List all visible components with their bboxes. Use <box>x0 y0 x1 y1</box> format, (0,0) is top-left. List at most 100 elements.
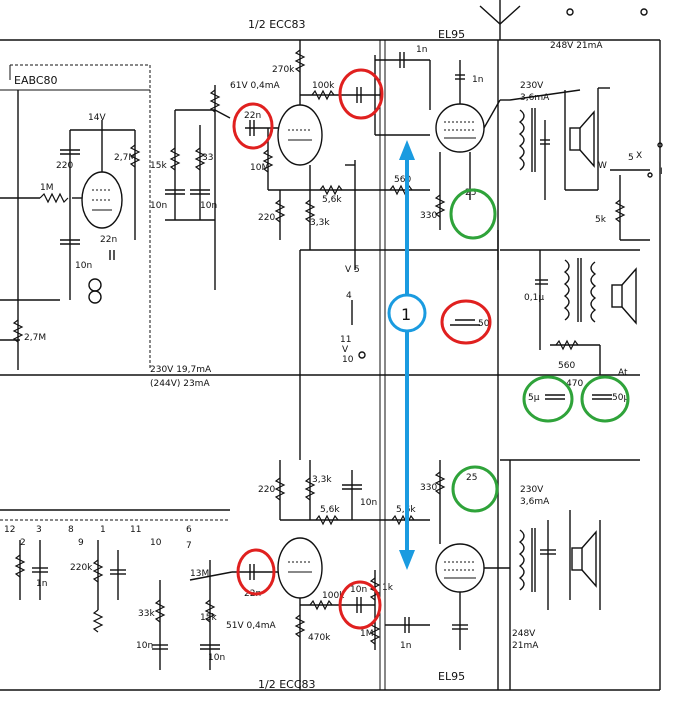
label-sw-12: 12 <box>4 525 15 535</box>
label-sw-1: 1 <box>100 525 106 535</box>
mid-switch: V 5 4 11 V 10 50 <box>340 250 490 365</box>
top-output-transformer: 230V 3,6mA 248V 21mA <box>518 41 610 200</box>
label-22n-left: 22n <box>100 235 117 245</box>
label-330-top: 330 <box>420 211 437 221</box>
label-2-7m-b: 2,7M <box>24 333 46 343</box>
bottom-ecc83-title: 1/2 ECC83 <box>258 678 316 691</box>
red-highlights <box>232 68 492 630</box>
label-50-mid: 50 <box>478 319 490 329</box>
label-x: X <box>636 151 642 161</box>
red-highlight-22n-bot <box>236 548 276 596</box>
label-2-7m: 2,7M <box>114 153 136 163</box>
label-sw-3: 3 <box>36 525 42 535</box>
label-100k-top: 100k <box>312 81 335 91</box>
eabc80-label: EABC80 <box>14 74 58 87</box>
label-10n-left: 10n <box>75 261 92 271</box>
label-1k: 1k <box>382 583 394 593</box>
label-51v: 51V 0,4mA <box>226 621 277 631</box>
label-10n-bot: 10n <box>360 498 377 508</box>
label-5-6k-top: 5,6k <box>322 195 342 205</box>
label-i: I <box>660 167 663 177</box>
red-highlight-22n-top <box>232 102 274 150</box>
bottom-el95: 330 25 EL95 248V 21mA <box>420 460 539 683</box>
supply-label-2: (244V) 23mA <box>150 379 210 389</box>
green-highlights <box>449 188 630 513</box>
label-10n-bot2: 10n <box>350 585 367 595</box>
green-highlight-25-top <box>449 188 497 240</box>
label-50u: 50µ <box>612 393 629 403</box>
label-0-1u: 0,1µ <box>524 293 544 303</box>
label-sw-11: 11 <box>340 335 351 345</box>
label-3-6ma-top: 3,6mA <box>520 93 550 103</box>
bottom-el95-title: EL95 <box>438 670 465 683</box>
label-230v-top: 230V <box>520 81 544 91</box>
supply-line: 230V 19,7mA (244V) 23mA <box>150 365 212 389</box>
label-33k-bot: 3,3k <box>312 475 332 485</box>
label-5k: 5k <box>595 215 607 225</box>
label-270k: 270k <box>272 65 295 75</box>
label-sw-8: 8 <box>68 525 74 535</box>
label-25-bot: 25 <box>466 473 477 483</box>
label-220: 220 <box>56 161 73 171</box>
label-330-bot: 330 <box>420 483 437 493</box>
eabc80-tube: 14V 1M 2,7M 220 10n 22n 2,7M <box>0 113 141 343</box>
label-sw-5b: 5 <box>628 153 634 163</box>
green-highlight-50u <box>580 375 630 423</box>
label-248v-bot: 248V <box>512 629 536 639</box>
label-100k-bot: 100k <box>322 591 345 601</box>
frame-lines <box>0 39 661 691</box>
label-sw-v: V <box>342 345 349 355</box>
bottom-preamp: 220 3,3k 10n 5,6k 5,6k 22n 470k 51V 0,4m… <box>226 460 430 691</box>
label-1n-el: 1n <box>472 75 483 85</box>
label-sw-9: 9 <box>78 538 84 548</box>
label-sw-2: 2 <box>20 538 26 548</box>
measurement-arrow: 1 <box>387 140 427 570</box>
label-1n-bl: 1n <box>36 579 47 589</box>
label-61v: 61V 0,4mA <box>230 81 281 91</box>
label-10n-b: 10n <box>200 201 217 211</box>
top-coupling: 1n <box>345 45 430 136</box>
eabc80-box: EABC80 <box>0 64 151 370</box>
label-470: 470 <box>566 379 583 389</box>
label-1n-bot: 1n <box>400 641 411 651</box>
label-sw-7: 7 <box>186 541 192 551</box>
label-v5: V 5 <box>345 265 360 275</box>
label-560-top: 560 <box>394 175 411 185</box>
label-14v: 14V <box>88 113 106 123</box>
label-33: 33 <box>202 153 213 163</box>
label-230v-bot: 230V <box>520 485 544 495</box>
label-10m-top: 10M <box>250 163 269 173</box>
label-sw-11b: 11 <box>130 525 141 535</box>
label-13m: 13M <box>190 569 209 579</box>
callout-circle <box>387 293 427 333</box>
red-highlight-cap-top <box>338 68 384 120</box>
label-5-6k-bot: 5,6k <box>320 505 340 515</box>
label-21ma-bot: 21mA <box>512 641 539 651</box>
label-10n-bl2: 10n <box>208 653 225 663</box>
label-25: 25 <box>465 188 476 198</box>
top-preamp: 1/2 ECC83 270k 61V 0,4mA 100k 22n 10M 22… <box>230 18 430 250</box>
label-w: W <box>598 161 607 171</box>
green-highlight-5u <box>522 375 574 423</box>
callout-number: 1 <box>401 305 411 324</box>
label-470k: 470k <box>308 633 331 643</box>
red-highlight-50-mid <box>440 299 492 345</box>
supply-label-1: 230V 19,7mA <box>150 365 212 375</box>
bottom-output-transformer: 230V 3,6mA <box>518 485 601 610</box>
label-15k-bot: 15k <box>200 613 217 623</box>
label-1m-bot: 1M <box>360 629 374 639</box>
label-1m: 1M <box>40 183 54 193</box>
antenna-symbol <box>479 0 648 40</box>
label-sw-6: 6 <box>186 525 192 535</box>
label-10n-bl: 10n <box>136 641 153 651</box>
label-15k: 15k <box>150 161 167 171</box>
label-1n-top: 1n <box>416 45 427 55</box>
label-33k-top: 3,3k <box>310 218 330 228</box>
label-33k-bl: 33k <box>138 609 155 619</box>
label-sw-4: 4 <box>346 291 352 301</box>
top-el95-title: EL95 <box>438 28 465 41</box>
top-el95: EL95 1n 330 25 <box>420 28 581 230</box>
label-22n-top: 22n <box>244 111 261 121</box>
label-10n-a: 10n <box>150 201 167 211</box>
bottom-left-switch: 12 2 3 8 9 1 11 10 6 7 1n 220k 33k 10n 1… <box>0 509 233 670</box>
